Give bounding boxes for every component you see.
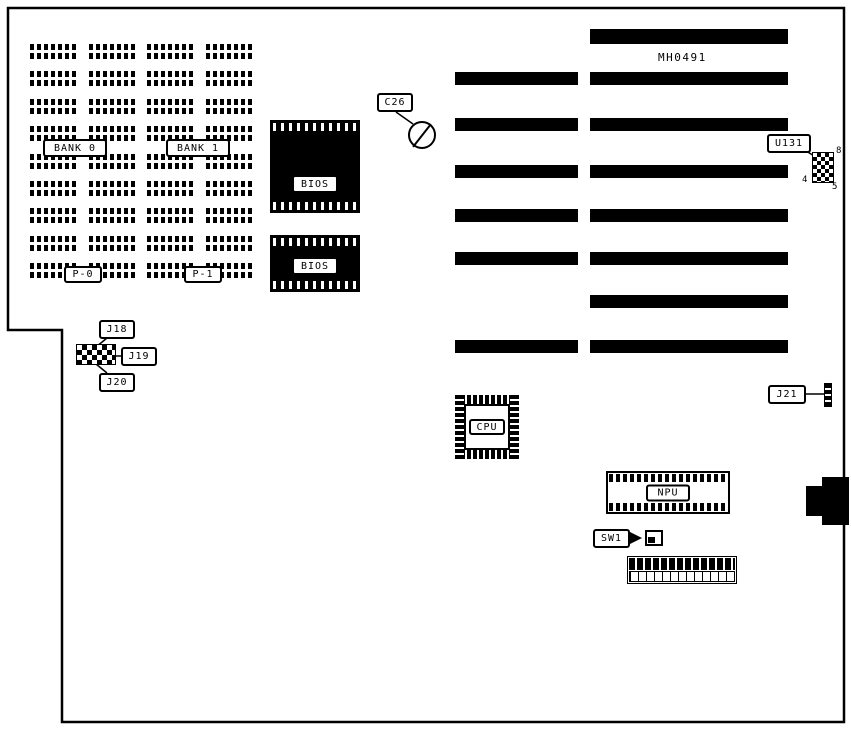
cpu-label: CPU: [469, 419, 505, 435]
board-edge: [6, 6, 846, 724]
bios2-label: BIOS: [292, 257, 338, 275]
memory-chip: [147, 208, 194, 224]
memory-chip: [30, 98, 76, 114]
memory-chip: [88, 180, 135, 196]
cpu-pins-top: [455, 395, 519, 404]
memory-chip-column: [88, 44, 135, 278]
memory-chip: [30, 44, 76, 59]
memory-chip: [147, 263, 194, 278]
expansion-slot: [590, 252, 788, 265]
expansion-slot: [590, 165, 788, 178]
memory-chip-column: [205, 44, 252, 278]
memory-chip: [147, 71, 194, 87]
memory-chip: [147, 235, 194, 251]
memory-chip: [147, 44, 194, 59]
keyboard-connector-plug: [806, 486, 822, 516]
expansion-slot: [590, 295, 788, 308]
memory-chip: [88, 126, 135, 142]
memory-chip: [147, 153, 194, 169]
memory-chip: [30, 153, 76, 169]
npu-socket: NPU: [606, 471, 730, 514]
part-number: MH0491: [658, 51, 707, 64]
c26-label: C26: [377, 93, 413, 112]
u131-pin4-number: 4: [802, 175, 808, 185]
memory-chip: [205, 44, 252, 59]
memory-chip: [88, 208, 135, 224]
memory-chip: [205, 180, 252, 196]
sw1-switch-mark: [648, 537, 655, 543]
memory-chip: [88, 71, 135, 87]
memory-chip: [88, 98, 135, 114]
memory-chip: [205, 153, 252, 169]
u131-label: U131: [767, 134, 811, 153]
j21-label: J21: [768, 385, 806, 404]
parity0-label: P-0: [64, 266, 102, 283]
cpu-pins-bottom: [455, 450, 519, 459]
expansion-slot: [590, 209, 788, 222]
capacitor-c26: [408, 121, 436, 149]
memory-array: [30, 44, 252, 278]
memory-chip: [205, 98, 252, 114]
bios-chip-1: BIOS: [270, 120, 360, 213]
expansion-slot: [455, 340, 578, 353]
j18-j20-connector: [76, 344, 116, 365]
j18-label: J18: [99, 320, 135, 339]
cpu-pins-right: [510, 395, 519, 459]
pin-header-pins-row: [629, 558, 735, 570]
u131-pin8-number: 8: [836, 146, 842, 156]
expansion-slot: [455, 118, 578, 131]
npu-label: NPU: [646, 484, 690, 501]
expansion-slot: [455, 209, 578, 222]
memory-chip: [205, 126, 252, 142]
memory-chip: [30, 180, 76, 196]
pin-header-sockets-row: [629, 571, 735, 582]
u131-jumper-block: [812, 152, 834, 183]
bank1-label: BANK 1: [166, 139, 230, 157]
expansion-slot: [590, 29, 788, 44]
parity1-label: P-1: [184, 266, 222, 283]
j20-label: J20: [99, 373, 135, 392]
memory-chip: [88, 44, 135, 59]
memory-chip: [88, 235, 135, 251]
sw1-arrow: [630, 532, 642, 544]
memory-chip: [30, 126, 76, 142]
j19-label: J19: [121, 347, 157, 366]
expansion-slot: [455, 252, 578, 265]
memory-chip: [30, 208, 76, 224]
bios-chip-2: BIOS: [270, 235, 360, 292]
pin-header-connector: [627, 556, 737, 584]
capacitor-slash-mark: [412, 123, 432, 148]
bank0-label: BANK 0: [43, 139, 107, 157]
memory-chip: [205, 208, 252, 224]
expansion-slot: [455, 72, 578, 85]
memory-chip-column: [30, 44, 76, 278]
u131-pin5-number: 5: [832, 182, 838, 192]
keyboard-connector-body: [822, 477, 849, 525]
cpu-pins-left: [455, 395, 464, 459]
bios1-label: BIOS: [292, 175, 338, 193]
cpu-chip: CPU: [455, 395, 519, 459]
sw1-switch: [645, 530, 663, 546]
sw1-label: SW1: [593, 529, 630, 548]
memory-chip: [205, 235, 252, 251]
memory-chip: [205, 71, 252, 87]
memory-chip: [147, 180, 194, 196]
memory-chip: [30, 235, 76, 251]
expansion-slot: [590, 72, 788, 85]
expansion-slot: [455, 165, 578, 178]
memory-chip: [88, 153, 135, 169]
expansion-slot: [590, 340, 788, 353]
expansion-slot: [590, 118, 788, 131]
memory-chip: [30, 71, 76, 87]
memory-chip-column: [147, 44, 194, 278]
j21-connector: [824, 383, 832, 407]
j20-leader-line: [95, 363, 108, 374]
memory-chip: [147, 98, 194, 114]
memory-chip: [147, 126, 194, 142]
c26-leader-line: [395, 111, 414, 125]
